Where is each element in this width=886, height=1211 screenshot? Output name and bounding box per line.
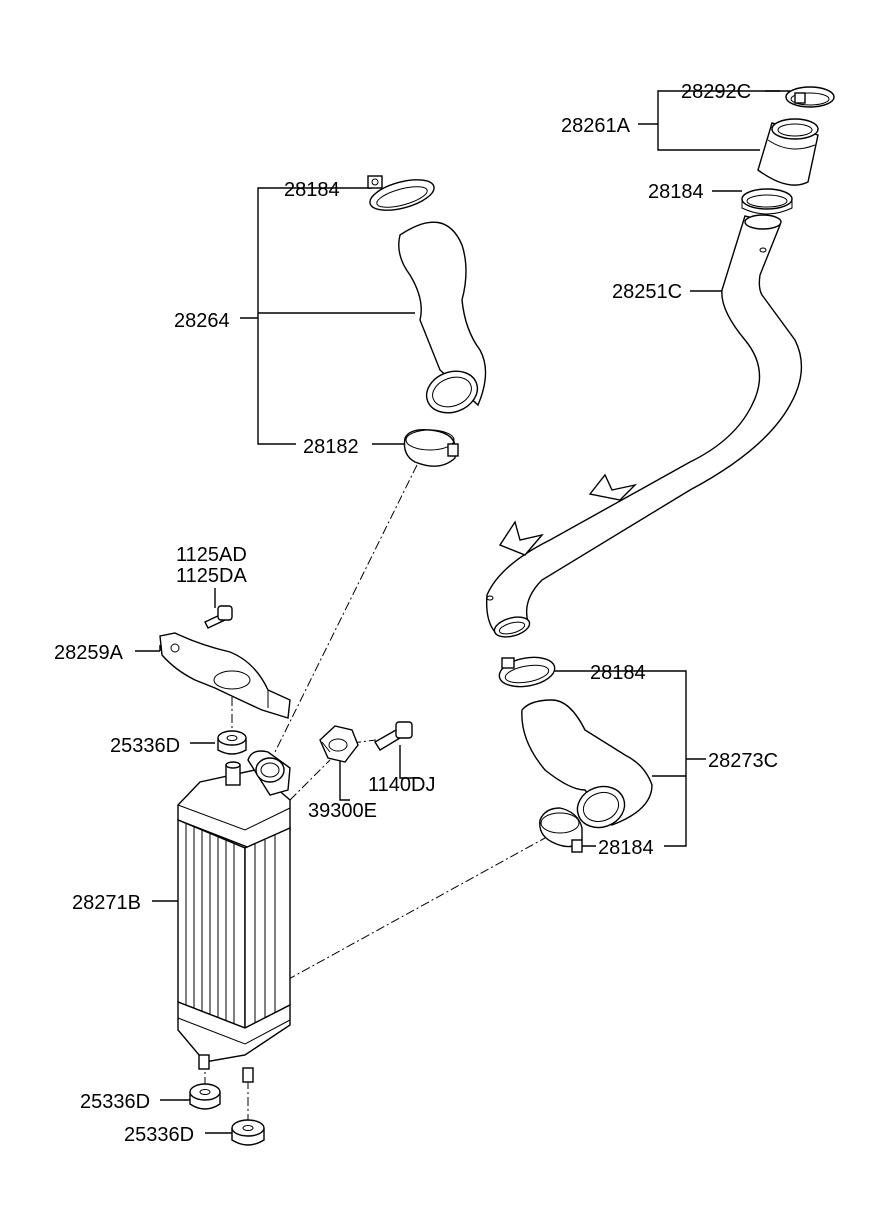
- clamp-28184-low-right: [539, 807, 583, 853]
- label-1140dj: 1140DJ: [368, 774, 435, 796]
- hose-28261a: [757, 118, 819, 186]
- clamp-28184-top-right: [741, 188, 793, 215]
- label-28182: 28182: [303, 436, 359, 458]
- clamp-28184-top-left: [367, 175, 435, 211]
- label-28259a: 28259A: [54, 642, 124, 664]
- label-28271b: 28271B: [72, 892, 141, 914]
- label-1125ad: 1125AD: [176, 544, 247, 566]
- label-25336d-bottom-left: 25336D: [80, 1091, 150, 1113]
- grommet-25336d-bottom: [231, 1119, 265, 1146]
- hose-28273c: [521, 699, 653, 829]
- core-fins: [185, 824, 276, 1024]
- hose-28264: [398, 221, 487, 414]
- label-39300e: 39300E: [308, 800, 377, 822]
- grommet-25336d-bottom-left: [189, 1083, 221, 1110]
- label-28264: 28264: [174, 310, 230, 332]
- label-25336d-bottom: 25336D: [124, 1124, 194, 1146]
- bolt-1140dj: [374, 721, 413, 751]
- label-25336d-top: 25336D: [110, 735, 180, 757]
- clamp-28292c: [785, 86, 835, 108]
- label-1125da: 1125DA: [176, 565, 247, 587]
- label-28184-mid-right: 28184: [590, 662, 646, 684]
- grommet-25336d-top: [217, 730, 247, 755]
- label-28292c: 28292C: [681, 81, 751, 103]
- clamp-28184-mid-right: [498, 656, 556, 688]
- label-28184-low-right: 28184: [598, 837, 654, 859]
- clamp-28182: [403, 428, 459, 467]
- leader-lines: [135, 90, 790, 1134]
- pipe-28251c: [485, 214, 803, 638]
- label-28184-top-left: 28184: [284, 179, 340, 201]
- sensor-39300e: [319, 725, 359, 763]
- label-28273c: 28273C: [708, 750, 778, 772]
- assembly-lines: [204, 464, 546, 1120]
- intercooler-28271b: [177, 750, 291, 1083]
- part-labels: 28292C 28261A 28184 28251C 28184 28264 2…: [54, 81, 778, 1146]
- screw-1125ad: [204, 605, 233, 629]
- label-28251c: 28251C: [612, 281, 682, 303]
- bracket-28259a: [159, 632, 291, 719]
- label-28184-top-right: 28184: [648, 181, 704, 203]
- label-28261a: 28261A: [561, 115, 631, 137]
